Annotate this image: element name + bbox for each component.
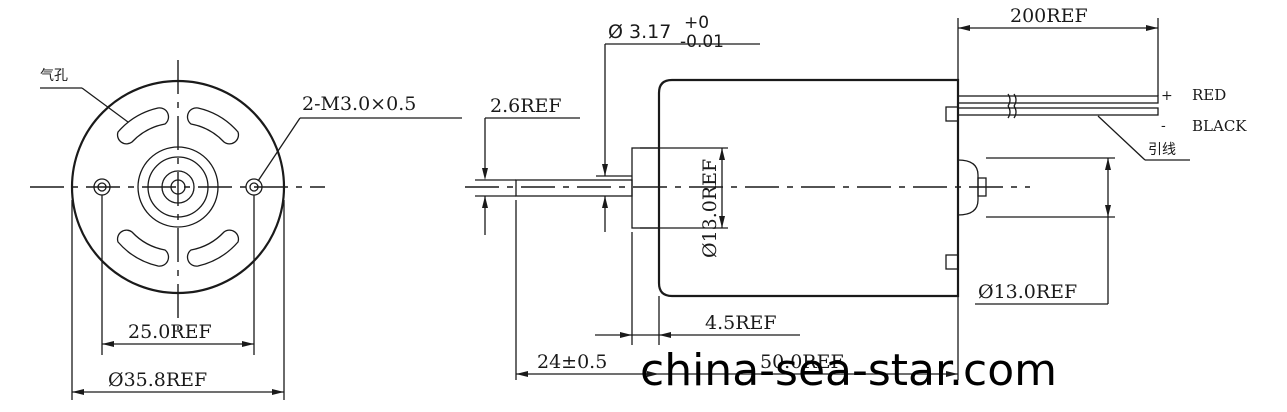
body-length-label: 50.0REF <box>760 351 844 373</box>
black-wire-label: BLACK <box>1192 117 1247 135</box>
shaft-tolerance-upper: +0 <box>684 13 709 33</box>
vent-label: 气孔 <box>40 68 68 84</box>
lead-length-label: 200REF <box>1010 5 1088 27</box>
vent-slots <box>116 107 240 267</box>
shaft-flat-label: 2.6REF <box>490 95 562 117</box>
lead-wires <box>957 93 1159 119</box>
shaft <box>515 179 633 197</box>
minus-sign: - <box>1161 118 1166 134</box>
shaft-tolerance-lower: -0.01 <box>680 32 724 52</box>
watermark: china-sea-star.com <box>640 345 1057 396</box>
front-boss <box>631 147 660 229</box>
front-outer-circle <box>70 79 286 295</box>
hole-spacing-label: 25.0REF <box>128 321 212 343</box>
motor-body <box>657 78 960 298</box>
shaft-length-label: 24±0.5 <box>537 351 607 373</box>
shaft-diameter-label: Ø 3.17 <box>608 21 671 43</box>
lead-label: 引线 <box>1148 142 1176 158</box>
red-wire-label: RED <box>1192 86 1226 104</box>
rear-boss-diameter-label: Ø13.0REF <box>978 281 1077 303</box>
boss-length-label: 4.5REF <box>705 312 777 334</box>
screw-spec-label: 2-M3.0×0.5 <box>302 93 416 115</box>
plus-sign: + <box>1161 88 1173 104</box>
outer-diameter-label: Ø35.8REF <box>108 369 207 391</box>
boss-diameter-label: Ø13.0REF <box>699 159 721 258</box>
front-view: 气孔 2-M3.0×0.5 25.0REF Ø35.8REF <box>30 60 462 400</box>
side-view: + - RED BLACK 引线 200REF Ø 3.17 +0 -0.01 … <box>465 5 1247 380</box>
